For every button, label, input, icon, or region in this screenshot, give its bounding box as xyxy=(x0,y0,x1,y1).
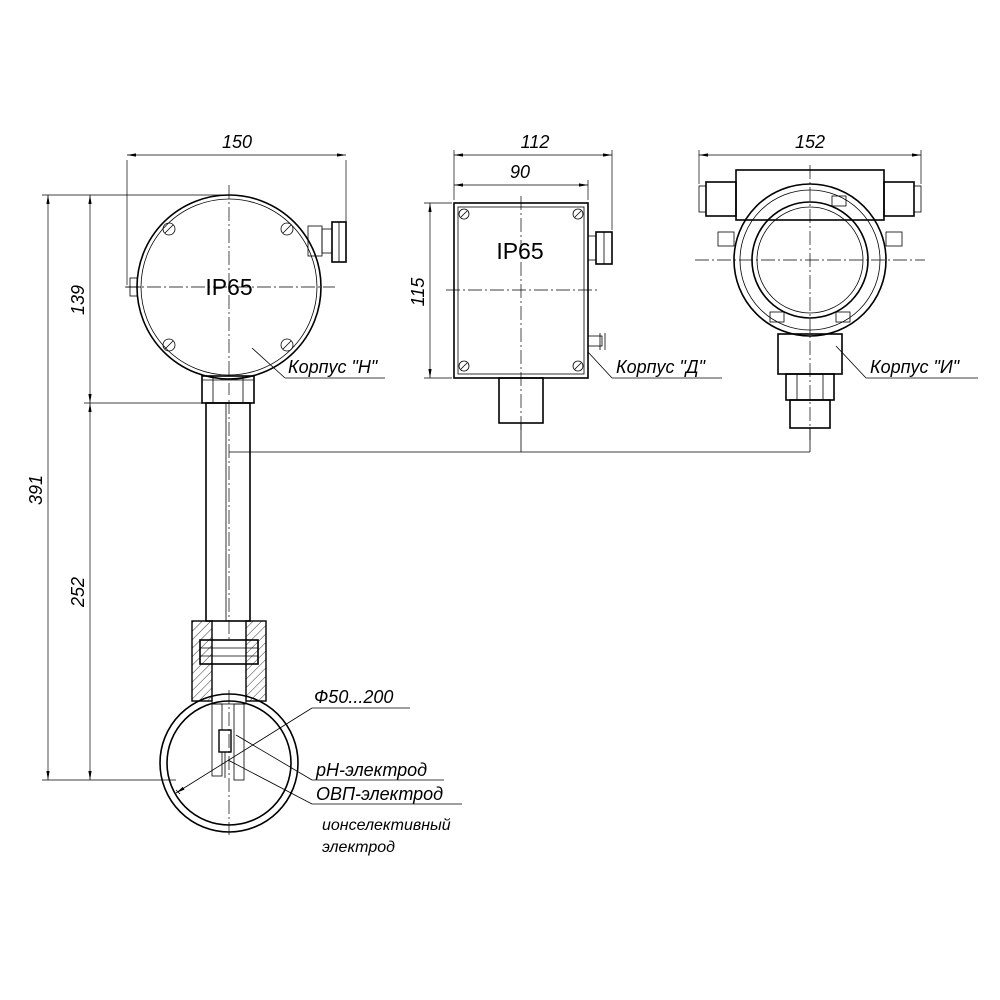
housing-i xyxy=(695,165,925,440)
label-housing-h: Корпус "Н" xyxy=(251,347,385,379)
svg-text:Корпус "Н": Корпус "Н" xyxy=(288,357,379,377)
label-pipe-diameter: Ф50...200 xyxy=(175,687,410,794)
svg-text:115: 115 xyxy=(408,277,428,307)
housing-d-ip: IP65 xyxy=(496,238,543,264)
dim-height-d: 115 xyxy=(408,202,452,379)
svg-text:139: 139 xyxy=(68,285,88,315)
svg-text:252: 252 xyxy=(68,577,88,608)
stem xyxy=(205,400,251,640)
dim-width-d: 112 90 xyxy=(453,132,613,230)
svg-text:Корпус "И": Корпус "И" xyxy=(870,357,961,377)
mount-fitting xyxy=(191,620,267,705)
label-ion-2: электрод xyxy=(322,839,395,856)
label-electrodes: pH-электрод ОВП-электрод ионселективный … xyxy=(227,734,462,856)
label-housing-i: Корпус "И" xyxy=(835,345,978,379)
svg-text:Ф50...200: Ф50...200 xyxy=(314,687,393,707)
svg-text:90: 90 xyxy=(510,162,530,182)
svg-text:150: 150 xyxy=(222,132,252,152)
svg-text:Корпус "Д": Корпус "Д" xyxy=(616,357,707,377)
housing-h-ip: IP65 xyxy=(205,274,252,300)
label-housing-d: Корпус "Д" xyxy=(587,351,722,379)
label-ion-1: ионселективный xyxy=(322,817,451,834)
housing-i-lugs xyxy=(717,195,903,323)
housing-h-cable-gland xyxy=(307,221,347,263)
orp-electrode xyxy=(233,703,245,781)
label-orp: ОВП-электрод xyxy=(316,784,443,804)
housing-d-cable-gland xyxy=(587,231,613,265)
housing-d-ground-screw xyxy=(587,333,606,350)
dim-height-left: 391 139 252 xyxy=(26,194,229,781)
svg-text:391: 391 xyxy=(26,475,46,505)
dim-width-i: 152 xyxy=(698,132,922,184)
housing-d: IP65 xyxy=(446,196,613,430)
dim-width-h: 150 xyxy=(126,132,347,285)
label-ph: pH-электрод xyxy=(315,760,427,780)
svg-text:152: 152 xyxy=(795,132,825,152)
housing-h-bolts xyxy=(162,222,294,352)
svg-text:112: 112 xyxy=(521,132,550,152)
cable-connection xyxy=(229,423,811,453)
housing-d-screws xyxy=(458,208,584,372)
pipe-section xyxy=(159,690,299,835)
ph-electrode xyxy=(211,703,232,778)
